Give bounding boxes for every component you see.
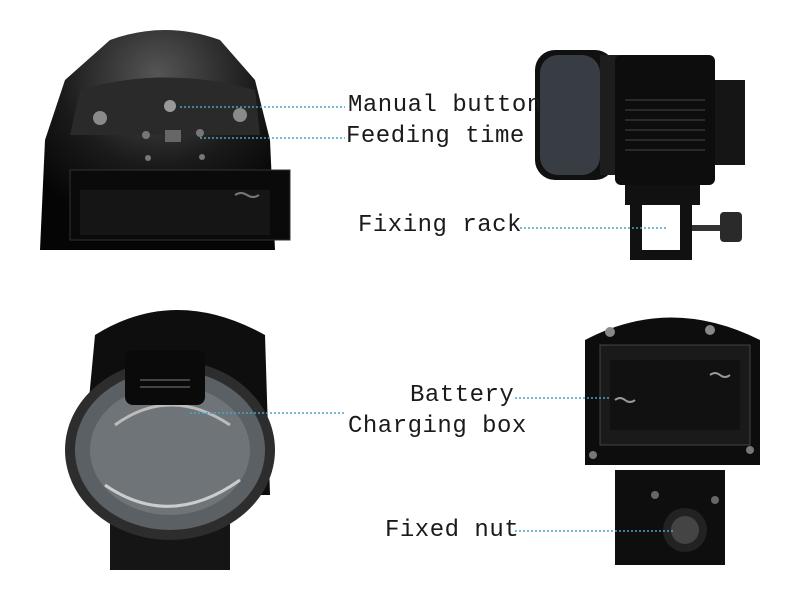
charging-box-label: Charging box [348, 413, 527, 440]
fixing-rack-label: Fixing rack [358, 212, 522, 239]
manual-button-label: Manual button [348, 92, 542, 119]
fixed-nut-label: Fixed nut [385, 517, 520, 544]
feeding-time-label: Feeding time [346, 123, 525, 150]
feeder-side-view-photo [535, 50, 745, 260]
feeder-top-panel-photo [40, 30, 291, 250]
feeder-food-drum-photo [65, 310, 275, 570]
battery-label: Battery [410, 382, 515, 409]
feeder-battery-compartment-photo [585, 317, 760, 565]
